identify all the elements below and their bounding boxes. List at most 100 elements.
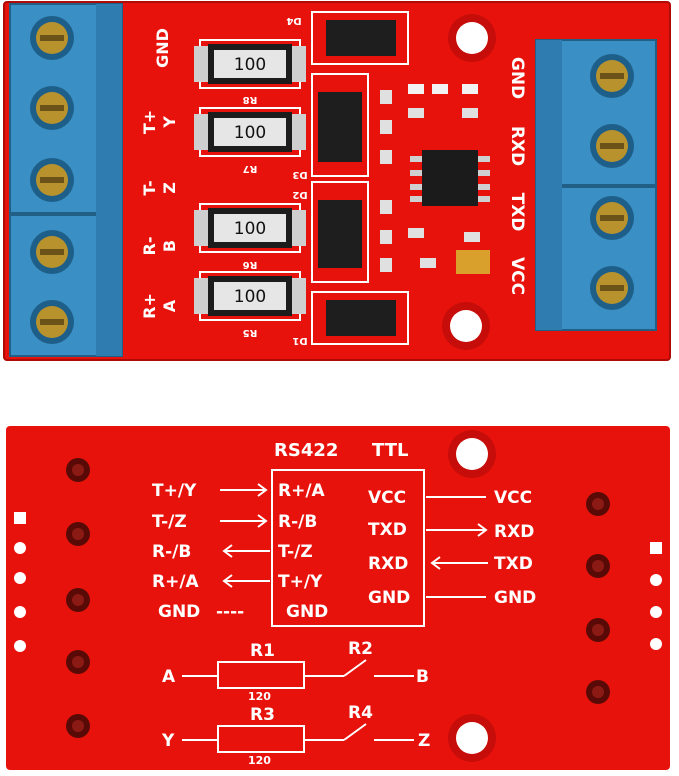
svg-text:GND: GND [507,57,527,99]
label-right-txd: TXD [507,193,527,232]
left-signal: T-/Z [152,512,187,532]
diode-ref: D3 [292,169,307,180]
center-left-signal: R+/A [278,481,326,501]
left-signal: T+/Y [152,481,197,501]
left-terminal-screw [30,300,74,344]
title-rs422: RS422 [274,440,338,461]
resistor-ref: R5 [243,327,258,338]
diode-ref: D1 [292,335,307,346]
right-terminal-screw [590,196,634,240]
resistor-ref: R6 [243,259,258,270]
resistor-value: 100 [234,55,266,75]
label-gnd-top: GND [153,28,172,68]
left-solder-pads [14,458,90,738]
label-r-minus: R- [140,237,159,256]
label-z: Z [160,182,179,194]
bottom-board: RS422 TTL T+/Y T-/Z R-/B R+/A GND ---- R… [6,426,670,770]
left-signal: R-/B [152,542,191,562]
left-terminal-screw [30,230,74,274]
switch-symbol [343,659,367,677]
mounting-hole [448,714,496,762]
svg-text:Z: Z [160,182,179,194]
diode-ref: D4 [286,15,301,26]
svg-text:TXD: TXD [507,193,527,232]
resistor-value: 100 [234,219,266,239]
right-signal: VCC [494,488,532,508]
right-terminal-screw [590,124,634,168]
resistor-r8: 100 R8 [194,39,306,105]
center-left-signal: T+/Y [278,572,323,592]
label-b: B [160,240,179,252]
svg-text:R+: R+ [140,293,159,319]
resistor-r5: 100 R5 [194,271,306,338]
resistor-ref: R7 [243,163,258,174]
right-signal: RXD [494,522,534,542]
center-right-signal: GND [368,588,410,608]
switch-symbol [343,723,367,741]
diode-d2: D2 [292,181,369,283]
center-right-signal: RXD [368,554,408,574]
right-arrows [426,496,488,598]
center-right-signal: VCC [368,488,406,508]
right-signal: GND [494,588,536,608]
diode-d1: D1 [292,291,409,346]
resistor-value: 100 [234,123,266,143]
resistor-r7: 100 R7 [194,107,306,174]
resistor-ref: R3 [250,705,275,725]
svg-text:B: B [160,240,179,252]
diode-ref: D2 [292,189,307,200]
diode-d4: D4 [286,11,409,65]
center-left-signal: T-/Z [278,542,313,562]
label-y: Y [160,116,179,129]
right-terminal-screw [590,54,634,98]
svg-text:VCC: VCC [507,257,527,295]
resistor-value: 120 [248,754,271,767]
termination-y-z: Y R3 120 R4 Z [161,703,430,767]
left-terminal-screw [30,86,74,130]
svg-text:T-: T- [140,180,159,195]
label-t-plus: T+ [140,110,159,134]
right-solder-pads [586,492,662,704]
pin-label: A [162,667,176,687]
center-left-signal: GND [286,602,328,622]
switch-ref: R2 [348,639,373,659]
bottom-pcb [6,426,670,770]
right-terminal-screw [590,266,634,310]
top-board: GND T+ Y T- Z R- B R+ A 100 R8 100 R7 [3,1,671,361]
smd-components [380,84,490,274]
svg-text:RXD: RXD [507,126,527,166]
mounting-hole [448,14,496,62]
left-terminal-screw [30,16,74,60]
pin-label: B [416,667,429,687]
resistor-value: 120 [248,690,271,703]
center-right-signal: TXD [368,520,407,540]
mounting-hole [448,430,496,478]
right-terminal-block [535,39,657,331]
resistor-ref: R8 [243,94,258,105]
right-signal: TXD [494,554,533,574]
center-left-signal: R-/B [278,512,317,532]
svg-text:T+: T+ [140,110,159,134]
label-right-vcc: VCC [507,257,527,295]
center-box [271,469,425,627]
pin-label: Y [161,731,175,751]
resistor-ref: R1 [250,641,275,661]
left-terminal-screw [30,158,74,202]
left-signal: R+/A [152,572,200,592]
label-right-rxd: RXD [507,126,527,166]
left-terminal-block [9,3,123,357]
svg-text:Y: Y [160,116,179,129]
diode-d3: D3 [292,73,369,180]
switch-ref: R4 [348,703,373,723]
mounting-hole [442,302,490,350]
gnd-dash: ---- [216,602,244,622]
pin-label: Z [418,731,430,751]
resistor-value: 100 [234,287,266,307]
svg-text:GND: GND [153,28,172,68]
termination-a-b: A R1 120 R2 B [162,639,429,703]
label-a: A [160,299,179,312]
svg-text:R-: R- [140,237,159,256]
title-ttl: TTL [372,440,408,461]
svg-text:A: A [160,299,179,312]
